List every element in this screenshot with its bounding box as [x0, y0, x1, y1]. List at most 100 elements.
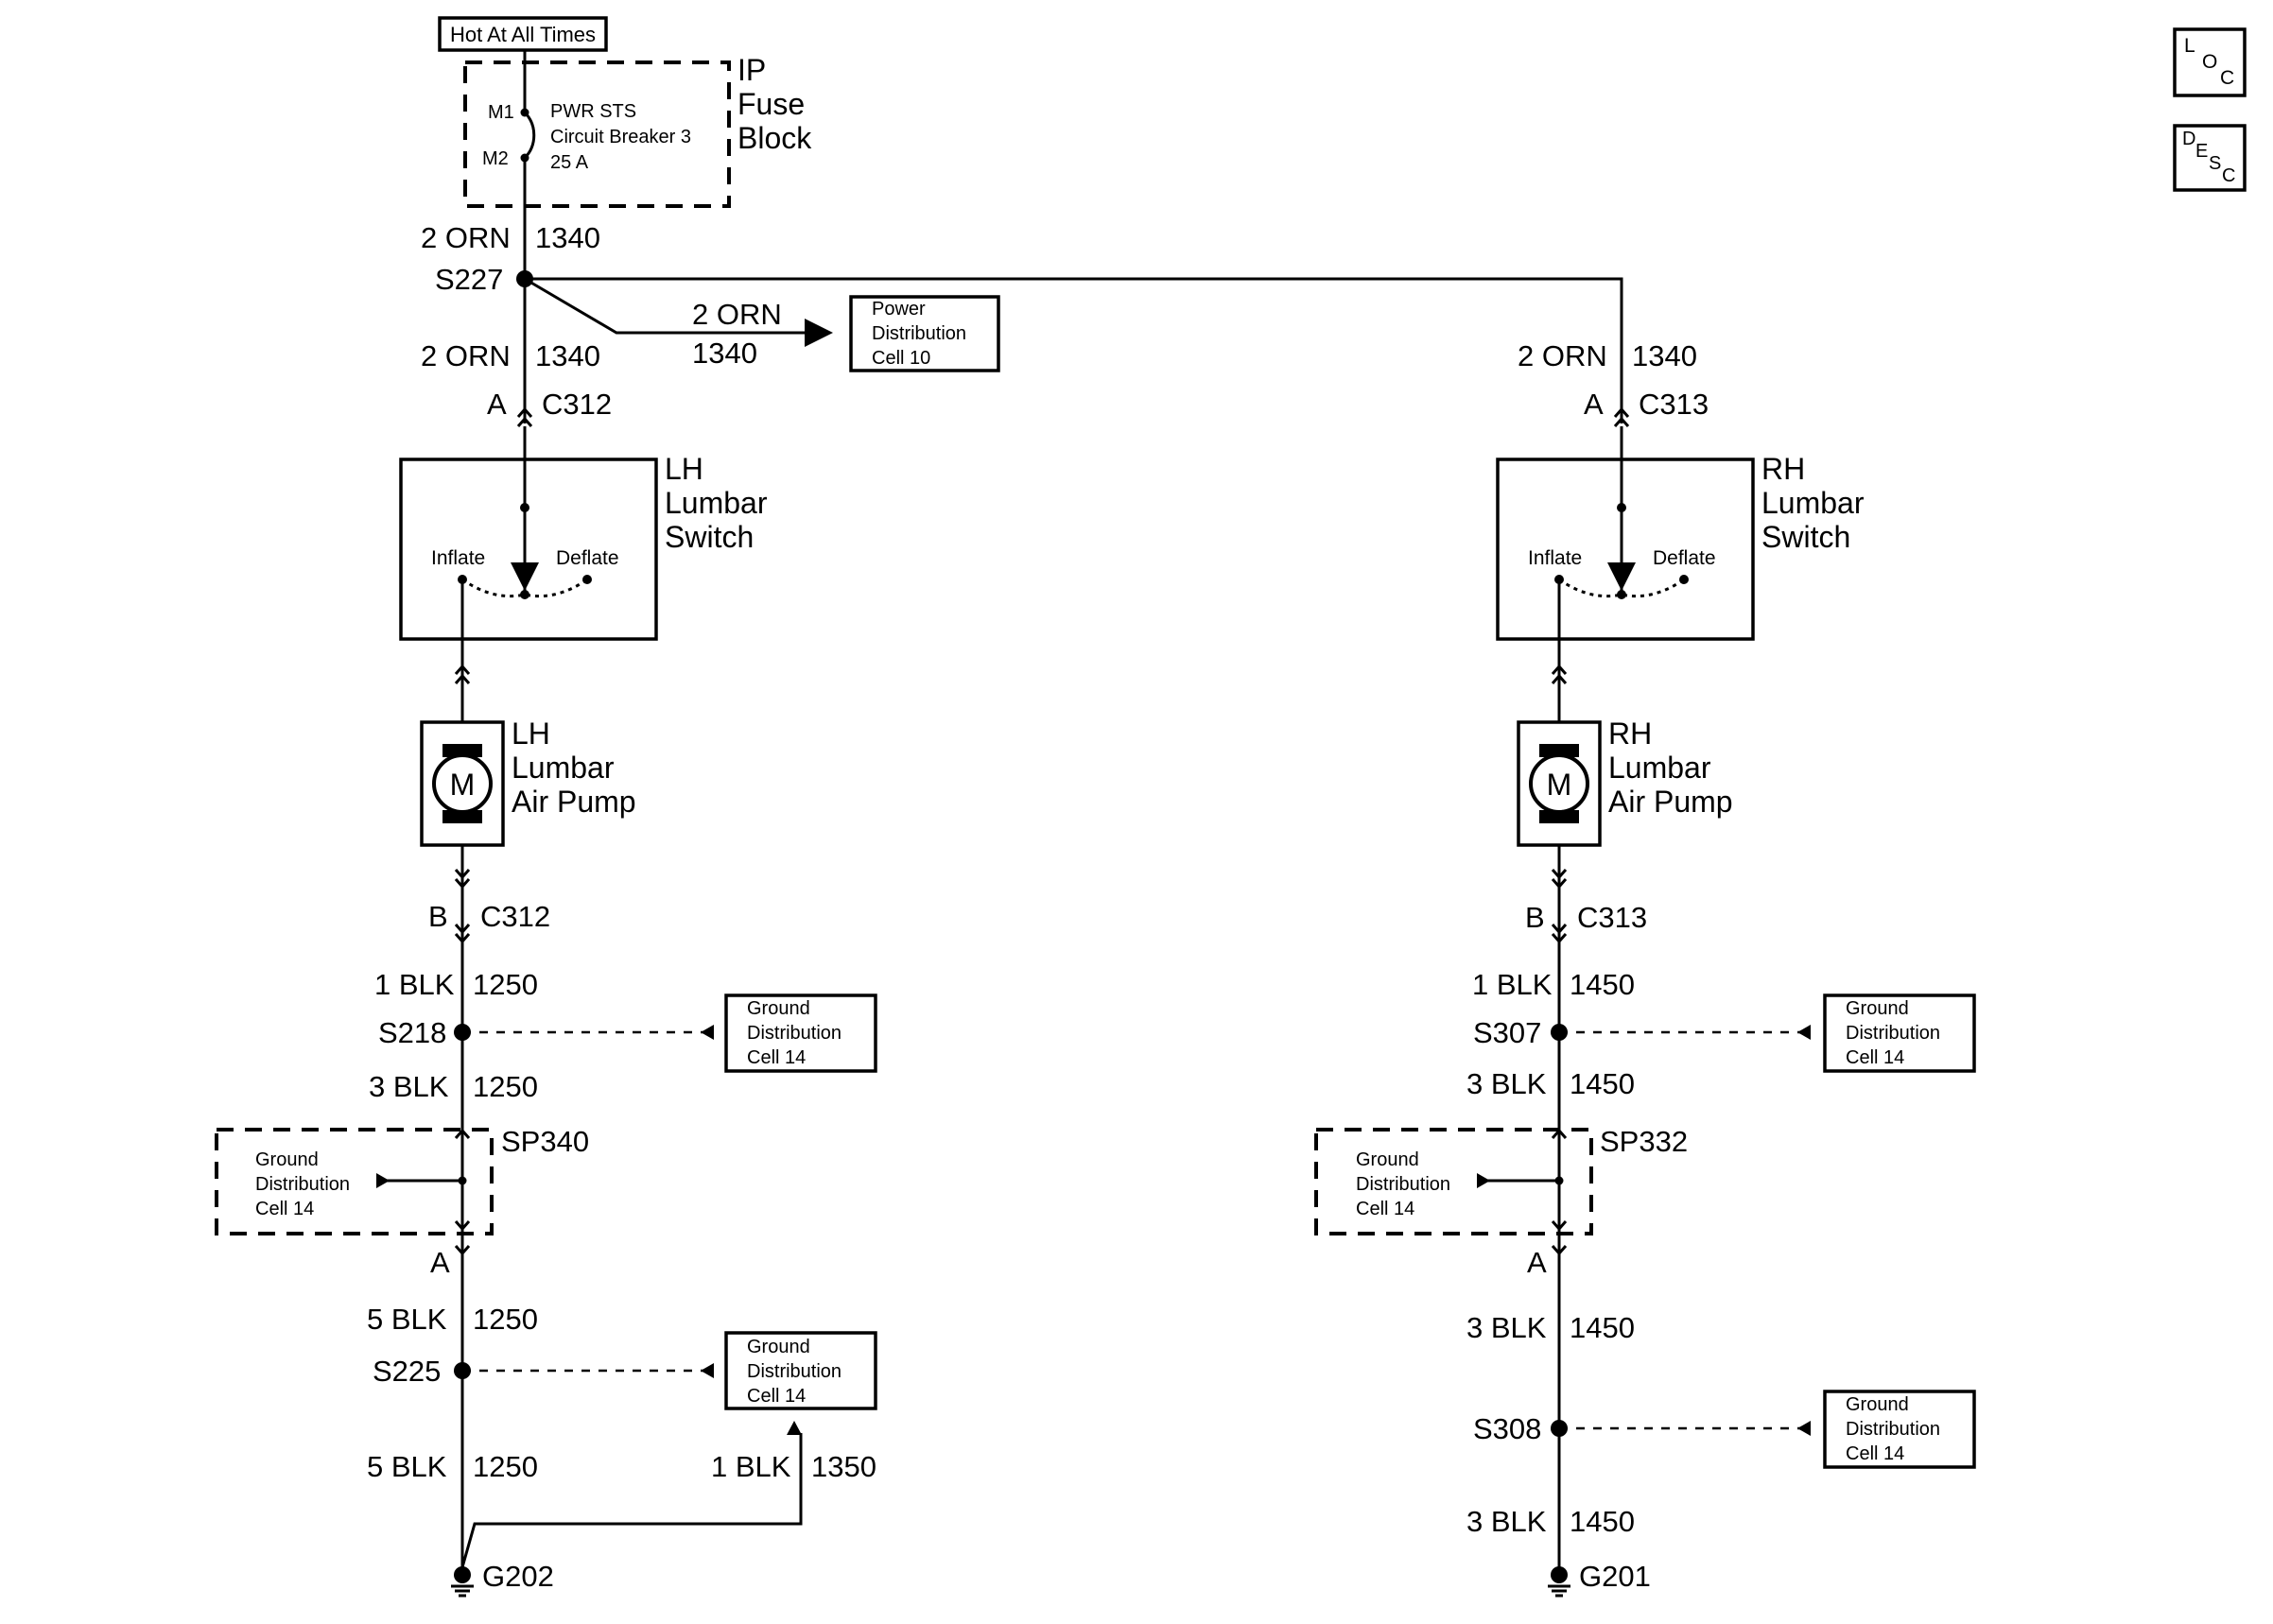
wire-lh-b2-gauge: 3 BLK	[369, 1070, 449, 1103]
sp332-ref-line-3: Cell 14	[1356, 1199, 1414, 1219]
splice-s218-label: S218	[378, 1016, 446, 1049]
hot-at-all-times-label: Hot At All Times	[450, 23, 596, 46]
ground-ref-line-1: Ground	[747, 998, 810, 1019]
wire-lh-b2-circuit: 1250	[473, 1070, 538, 1103]
wire-lh-top-gauge: 2 ORN	[421, 339, 511, 372]
rh-motor-label: M	[1547, 768, 1572, 802]
connector-chevron-icon	[454, 869, 471, 880]
lh-switch-name-3: Switch	[665, 520, 754, 554]
conn-lh-bottom-name: C312	[480, 900, 550, 933]
connector-chevron-icon	[1613, 416, 1630, 427]
loc-button[interactable]: L O C	[2173, 27, 2247, 97]
wire-rh-b1-gauge: 1 BLK	[1472, 968, 1553, 1001]
splice-s225-label: S225	[373, 1355, 441, 1388]
conn-rh-bottom-pin: B	[1525, 901, 1545, 934]
wire-rh-b3-gauge: 3 BLK	[1466, 1311, 1547, 1344]
connector-chevron-icon	[1613, 406, 1630, 418]
lh-ground-ref-s218[interactable]: Ground Distribution Cell 14	[724, 993, 877, 1073]
rh-switch-name-1: RH	[1761, 452, 1805, 486]
lh-lumbar-switch[interactable]: Inflate Deflate	[399, 426, 658, 641]
wire-rh-b1-circuit: 1450	[1570, 968, 1635, 1001]
rh-pump-name-1: RH	[1608, 717, 1652, 751]
ground-ref-line-3: Cell 14	[747, 1047, 806, 1068]
sp332-ref-line-1: Ground	[1356, 1149, 1419, 1170]
lh-motor-label: M	[450, 768, 476, 802]
fuse-block-name-line-3: Block	[737, 121, 812, 155]
rh-splice-pack-sp332: Ground Distribution Cell 14	[1314, 1128, 1593, 1235]
connector-chevron-icon	[454, 664, 471, 675]
wire-rh-b3-circuit: 1450	[1570, 1311, 1635, 1344]
conn-rh-sp-pin: A	[1527, 1246, 1547, 1279]
ground-ref-line-1: Ground	[1846, 998, 1909, 1019]
loc-letter-l: L	[2184, 35, 2195, 57]
ip-fuse-block: IP Fuse Block M1 M2 PWR STS Circuit Brea…	[463, 53, 812, 208]
conn-lh-top-pin: A	[487, 388, 507, 421]
rh-ground-ref-s307[interactable]: Ground Distribution Cell 14	[1823, 993, 1976, 1073]
lh-ground-ref-s225[interactable]: Ground Distribution Cell 14	[724, 1331, 877, 1410]
rh-lumbar-switch[interactable]: Inflate Deflate	[1496, 426, 1755, 641]
ground-ref-line-1: Ground	[1846, 1394, 1909, 1415]
connector-chevron-icon	[516, 416, 533, 427]
wire-rh-top-gauge: 2 ORN	[1518, 339, 1607, 372]
ground-ref-arrow-icon	[376, 1173, 390, 1188]
wire-lh-b4-gauge: 5 BLK	[367, 1450, 447, 1483]
ground-ref-arrow-icon	[1797, 1421, 1811, 1436]
wire-rh-top-circuit: 1340	[1632, 339, 1697, 372]
conn-lh-sp-pin: A	[430, 1246, 450, 1279]
connector-chevron-icon	[454, 673, 471, 684]
breaker-line-3: 25 A	[550, 152, 589, 173]
rh-lumbar-air-pump: M	[1517, 720, 1602, 847]
desc-letter-s: S	[2209, 153, 2221, 174]
breaker-line-2: Circuit Breaker 3	[550, 127, 691, 147]
connector-chevron-icon	[1551, 924, 1568, 935]
lh-switch-inflate: Inflate	[431, 547, 485, 569]
ground-ref-line-2: Distribution	[1846, 1419, 1940, 1440]
rh-ground-ref-s308[interactable]: Ground Distribution Cell 14	[1823, 1390, 1976, 1469]
connector-chevron-icon	[454, 924, 471, 935]
desc-letter-c: C	[2222, 165, 2235, 186]
rh-pump-name-2: Lumbar	[1608, 751, 1711, 785]
splice-pack-sp332-label: SP332	[1600, 1125, 1688, 1158]
connector-chevron-icon	[454, 1245, 471, 1256]
connector-chevron-icon	[1551, 933, 1568, 944]
ground-ref-line-1: Ground	[747, 1337, 810, 1357]
wire-rh-b2-circuit: 1450	[1570, 1067, 1635, 1100]
connector-chevron-icon	[454, 878, 471, 890]
wire-lh-b3-gauge: 5 BLK	[367, 1303, 447, 1336]
wire-lh-b1-circuit: 1250	[473, 968, 538, 1001]
wire-fuse-out-gauge: 2 ORN	[421, 221, 511, 254]
lh-switch-deflate: Deflate	[556, 547, 619, 569]
ground-ref-line-3: Cell 14	[1846, 1047, 1904, 1068]
lh-splice-pack-sp340: Ground Distribution Cell 14	[215, 1128, 494, 1235]
rh-motor-icon	[1529, 753, 1589, 814]
wire-branch-gauge: 2 ORN	[692, 298, 782, 331]
wire-branch-circuit: 1340	[692, 337, 757, 370]
fuse-pin-m1: M1	[488, 102, 514, 123]
ground-ref-line-3: Cell 14	[1846, 1443, 1904, 1464]
wire-lh-top-circuit: 1340	[535, 339, 600, 372]
wire-lh-b5-gauge: 1 BLK	[711, 1450, 791, 1483]
ground-ref-arrow-icon	[787, 1421, 802, 1435]
wire-lh-b4-circuit: 1250	[473, 1450, 538, 1483]
conn-lh-top-name: C312	[542, 388, 612, 421]
ground-ref-arrow-icon	[1477, 1173, 1490, 1188]
power-distribution-ref[interactable]: Power Distribution Cell 10	[849, 295, 1000, 372]
hot-at-all-times-box: Hot At All Times	[438, 16, 608, 52]
rh-pump-name-3: Air Pump	[1608, 785, 1733, 819]
desc-button[interactable]: D E S C	[2173, 124, 2247, 192]
connector-chevron-icon	[1551, 673, 1568, 684]
ground-ref-line-3: Cell 14	[747, 1386, 806, 1407]
lh-switch-name-2: Lumbar	[665, 486, 768, 520]
power-ref-line-3: Cell 10	[872, 348, 930, 369]
ground-ref-arrow-icon	[701, 1025, 714, 1040]
fuse-block-name-line-1: IP	[737, 53, 766, 87]
wire-lh-b3-circuit: 1250	[473, 1303, 538, 1336]
ground-ref-arrow-icon	[701, 1363, 714, 1378]
desc-letter-d: D	[2182, 129, 2195, 149]
ground-ref-line-2: Distribution	[1846, 1023, 1940, 1044]
rh-switch-inflate: Inflate	[1528, 547, 1582, 569]
sp340-ref-line-2: Distribution	[255, 1174, 350, 1195]
lh-pump-name-2: Lumbar	[512, 751, 615, 785]
wire-lh-b1-gauge: 1 BLK	[374, 968, 455, 1001]
